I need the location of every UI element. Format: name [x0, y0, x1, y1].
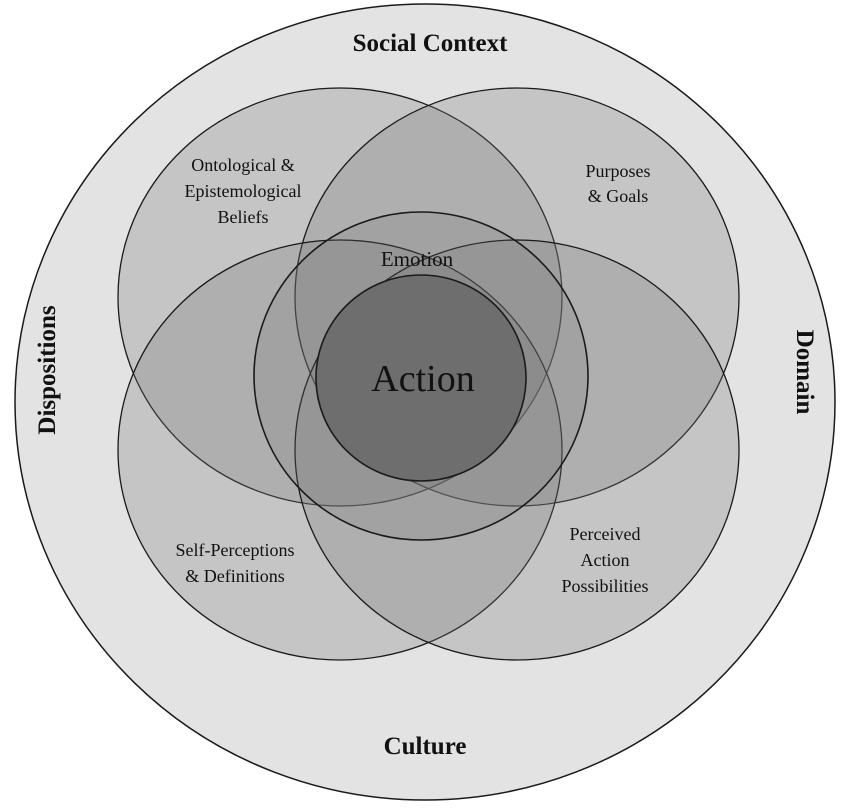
- label-line: Self-Perceptions: [176, 540, 295, 560]
- label-line: Beliefs: [218, 207, 269, 227]
- label-action: Action: [371, 358, 474, 400]
- label-line: & Definitions: [185, 566, 285, 586]
- label-line: Possibilities: [561, 576, 648, 596]
- label-emotion: Emotion: [381, 247, 454, 271]
- label-line: Epistemological: [185, 181, 302, 201]
- label-social-context: Social Context: [353, 30, 509, 57]
- label-perceived-action-possibilities: Perceived Action Possibilities: [561, 524, 648, 596]
- label-dispositions: Dispositions: [34, 305, 61, 434]
- label-line: Action: [581, 550, 630, 570]
- label-culture: Culture: [384, 733, 467, 760]
- label-purposes-goals: Purposes & Goals: [585, 161, 650, 206]
- label-line: Perceived: [570, 524, 641, 544]
- label-domain: Domain: [791, 330, 818, 415]
- label-line: Ontological &: [191, 155, 294, 175]
- label-line: & Goals: [588, 186, 649, 206]
- label-ontological-beliefs: Ontological & Epistemological Beliefs: [185, 155, 302, 227]
- label-self-perceptions: Self-Perceptions & Definitions: [176, 540, 295, 586]
- label-line: Purposes: [585, 161, 650, 181]
- action-circle: [315, 274, 527, 482]
